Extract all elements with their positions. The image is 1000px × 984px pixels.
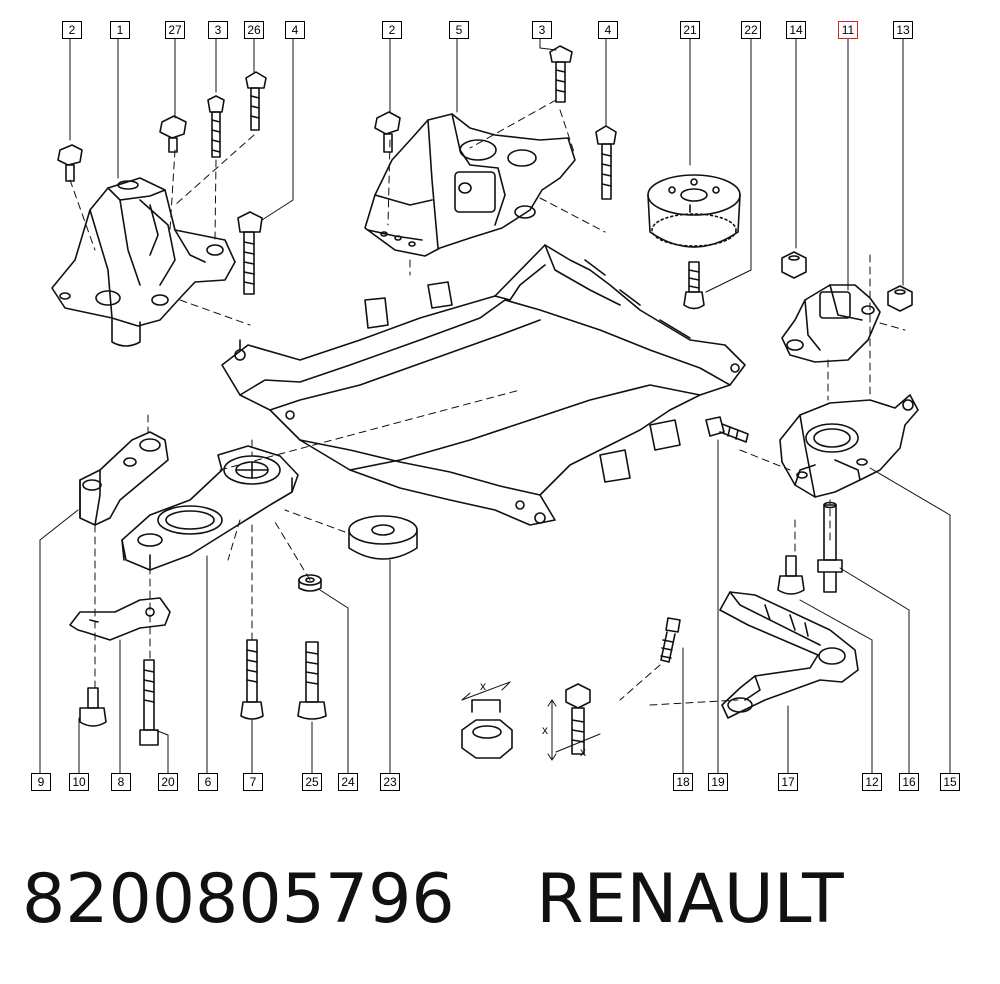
- nut-14: [781, 251, 807, 279]
- lower-torque-arm: [719, 591, 859, 719]
- rear-torque-rod: [121, 445, 299, 571]
- link-rod: [79, 431, 169, 526]
- subframe: [221, 244, 746, 526]
- bracket-plate: [69, 597, 171, 641]
- gearbox-bracket: [779, 394, 919, 498]
- bolt-7: [240, 639, 264, 720]
- label-15: 15: [940, 773, 960, 791]
- label-4: 4: [285, 21, 305, 39]
- bolt-18: [660, 617, 681, 663]
- dimension-nut-sketch: [461, 681, 513, 759]
- footer-caption: 8200805796 RENAULT: [22, 860, 982, 940]
- washer-24: [298, 574, 322, 592]
- rubber-pad: [348, 515, 418, 560]
- label-4: 4: [598, 21, 618, 39]
- label-3: 3: [208, 21, 228, 39]
- dimension-mark: x: [580, 745, 586, 759]
- label-5: 5: [449, 21, 469, 39]
- label-14: 14: [786, 21, 806, 39]
- label-24: 24: [338, 773, 358, 791]
- part-number: 8200805796: [22, 860, 455, 939]
- label-19: 19: [708, 773, 728, 791]
- label-3: 3: [532, 21, 552, 39]
- label-2: 2: [382, 21, 402, 39]
- label-9: 9: [31, 773, 51, 791]
- label-21: 21: [680, 21, 700, 39]
- engine-mount-left: [51, 177, 236, 347]
- bolt-19: [705, 416, 749, 443]
- bolt-20: [139, 659, 159, 746]
- dimension-bolt-sketch: [547, 683, 601, 761]
- dimension-mark: x: [480, 679, 486, 693]
- label-20: 20: [158, 773, 178, 791]
- damper-disc: [647, 174, 741, 248]
- dimension-mark: x: [542, 723, 548, 737]
- label-16: 16: [899, 773, 919, 791]
- label-17: 17: [778, 773, 798, 791]
- assembly-lines: [69, 99, 906, 706]
- bolt-27: [159, 115, 187, 153]
- bolt-4-center: [595, 125, 617, 200]
- label-6: 6: [198, 773, 218, 791]
- stud-22: [683, 261, 705, 310]
- label-22: 22: [741, 21, 761, 39]
- label-7: 7: [243, 773, 263, 791]
- bolt-3-center: [549, 45, 573, 103]
- bolt-25: [297, 641, 327, 720]
- bolt-3-left: [207, 95, 225, 158]
- label-26: 26: [244, 21, 264, 39]
- brand-name: RENAULT: [536, 860, 844, 939]
- stud-16: [817, 501, 843, 593]
- nut-13: [887, 285, 913, 312]
- engine-mount-center: [364, 113, 576, 257]
- label-11-highlighted: 11: [838, 21, 858, 39]
- label-23: 23: [380, 773, 400, 791]
- bolt-2-center: [374, 111, 401, 153]
- bolt-2-left: [57, 144, 83, 182]
- leader-lines: [39, 37, 951, 776]
- label-1: 1: [110, 21, 130, 39]
- label-27: 27: [165, 21, 185, 39]
- label-25: 25: [302, 773, 322, 791]
- label-13: 13: [893, 21, 913, 39]
- label-8: 8: [111, 773, 131, 791]
- gearbox-mount-upper: [781, 284, 881, 363]
- bolt-10: [79, 687, 107, 727]
- label-12: 12: [862, 773, 882, 791]
- bolt-12: [777, 555, 805, 595]
- bolt-4-left: [237, 211, 263, 295]
- bolt-26: [245, 71, 267, 131]
- label-10: 10: [69, 773, 89, 791]
- label-18: 18: [673, 773, 693, 791]
- label-2: 2: [62, 21, 82, 39]
